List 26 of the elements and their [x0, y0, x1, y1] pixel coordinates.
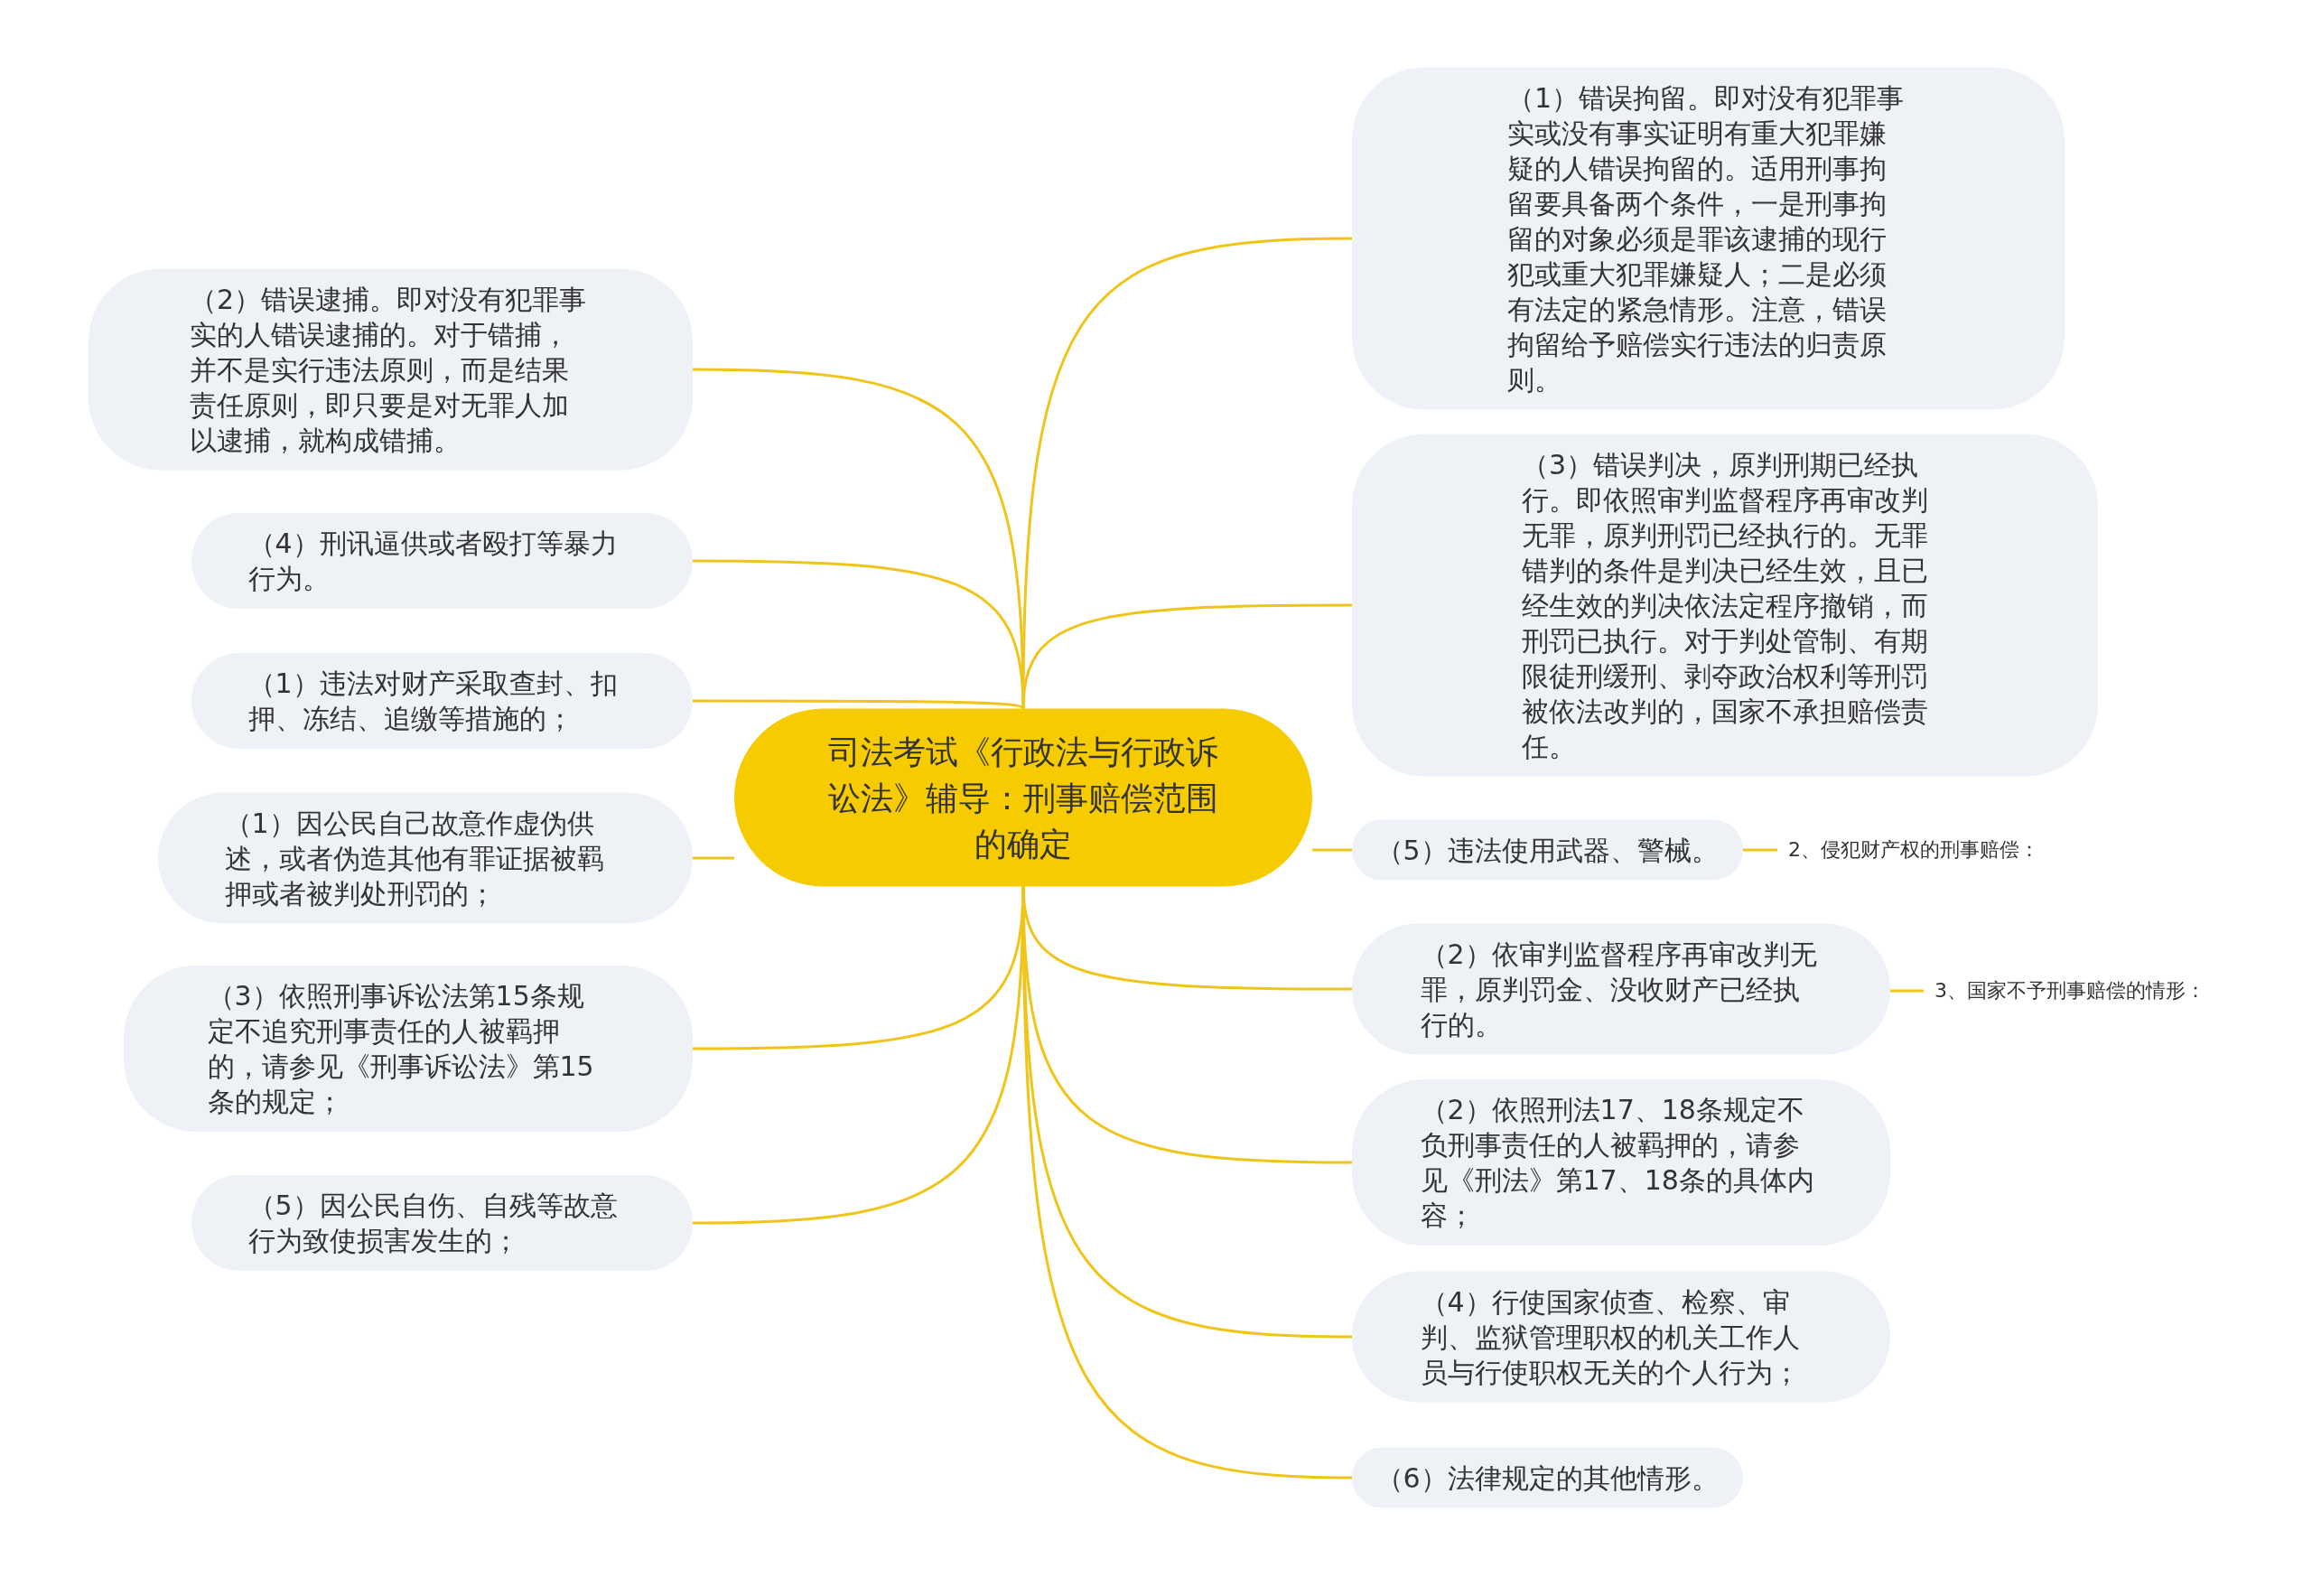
topic-text: （5）违法使用武器、警械。: [1375, 833, 1720, 868]
branch-label: 2、侵犯财产权的刑事赔偿：: [1788, 837, 2039, 863]
connector-line: [1743, 848, 1777, 852]
topic-text: （2）依审判监督程序再审改判无罪，原判罚金、没收财产已经执行的。: [1420, 937, 1818, 1042]
topic-box: [1352, 434, 2098, 777]
topic-text: （6）法律规定的其他情形。: [1375, 1461, 1720, 1496]
topic-text: 司法考试《行政法与行政诉讼法》辅导：刑事赔偿范围的确定: [827, 732, 1219, 864]
connector-line: [1312, 848, 1352, 852]
topic-text: （2）依照刑法17、18条规定不负刑事责任的人被羁押的，请参见《刑法》第17、18条的具体内容；: [1420, 1093, 1815, 1233]
connector-line: [693, 856, 734, 860]
topic-box: [89, 268, 693, 471]
topic-text: （1）因公民自己故意作虚伪供述，或者伪造其他有罪证据被羁押或者被判处刑罚的；: [224, 806, 605, 911]
connector-line: [1021, 237, 1353, 709]
topic-text: （3）错误判决，原判刑期已经执行。即依照审判监督程序再审改判无罪，原判刑罚已经执行的。无罪错判的条件是判决已经生效，且已经生效的判决依法定程序撤销，而刑罚已执行。对于判处管制、有期限徒刑缓刑、剥夺政治权利等刑罚被依法改判的，国家不承担赔偿责任。: [1522, 447, 1928, 764]
connector-line: [1890, 989, 1924, 993]
topic-text: （4）行使国家侦查、检察、审判、监狱管理职权的机关工作人员与行使职权无关的个人行为；: [1420, 1284, 1801, 1390]
branch-label: 3、国家不予刑事赔偿的情形：: [1934, 978, 2205, 1003]
topic-text: （1）违法对财产采取查封、扣押、冻结、追缴等措施的；: [247, 667, 619, 736]
topic-text: （3）依照刑事诉讼法第15条规定不追究刑事责任的人被羁押的，请参见《刑事诉讼法》第15条的规定；: [207, 979, 595, 1119]
connector-line: [693, 699, 1024, 710]
topic-box: [1352, 67, 2065, 410]
topic-text: （2）错误逮捕。即对没有犯罪事实的人错误逮捕的。对于错捕，并不是实行违法原则，而是结果责任原则，即只要是对无罪人加以逮捕，就构成错捕。: [190, 282, 588, 458]
topic-text: （4）刑讯逼供或者殴打等暴力行为。: [247, 527, 619, 596]
topic-text: （1）错误拘留。即对没有犯罪事实或没有事实证明有重大犯罪嫌疑的人错误拘留的。适用刑事拘留要具备两个条件，一是刑事拘留的对象必须是罪该逮捕的现行犯或重大犯罪嫌疑人；二是必须有法定的紧急情形。注意，错误拘留给予赔偿实行违法的归责原则。: [1507, 80, 1906, 397]
connector-line: [1021, 603, 1352, 709]
topic-text: （5）因公民自伤、自残等故意行为致使损害发生的；: [247, 1189, 619, 1258]
